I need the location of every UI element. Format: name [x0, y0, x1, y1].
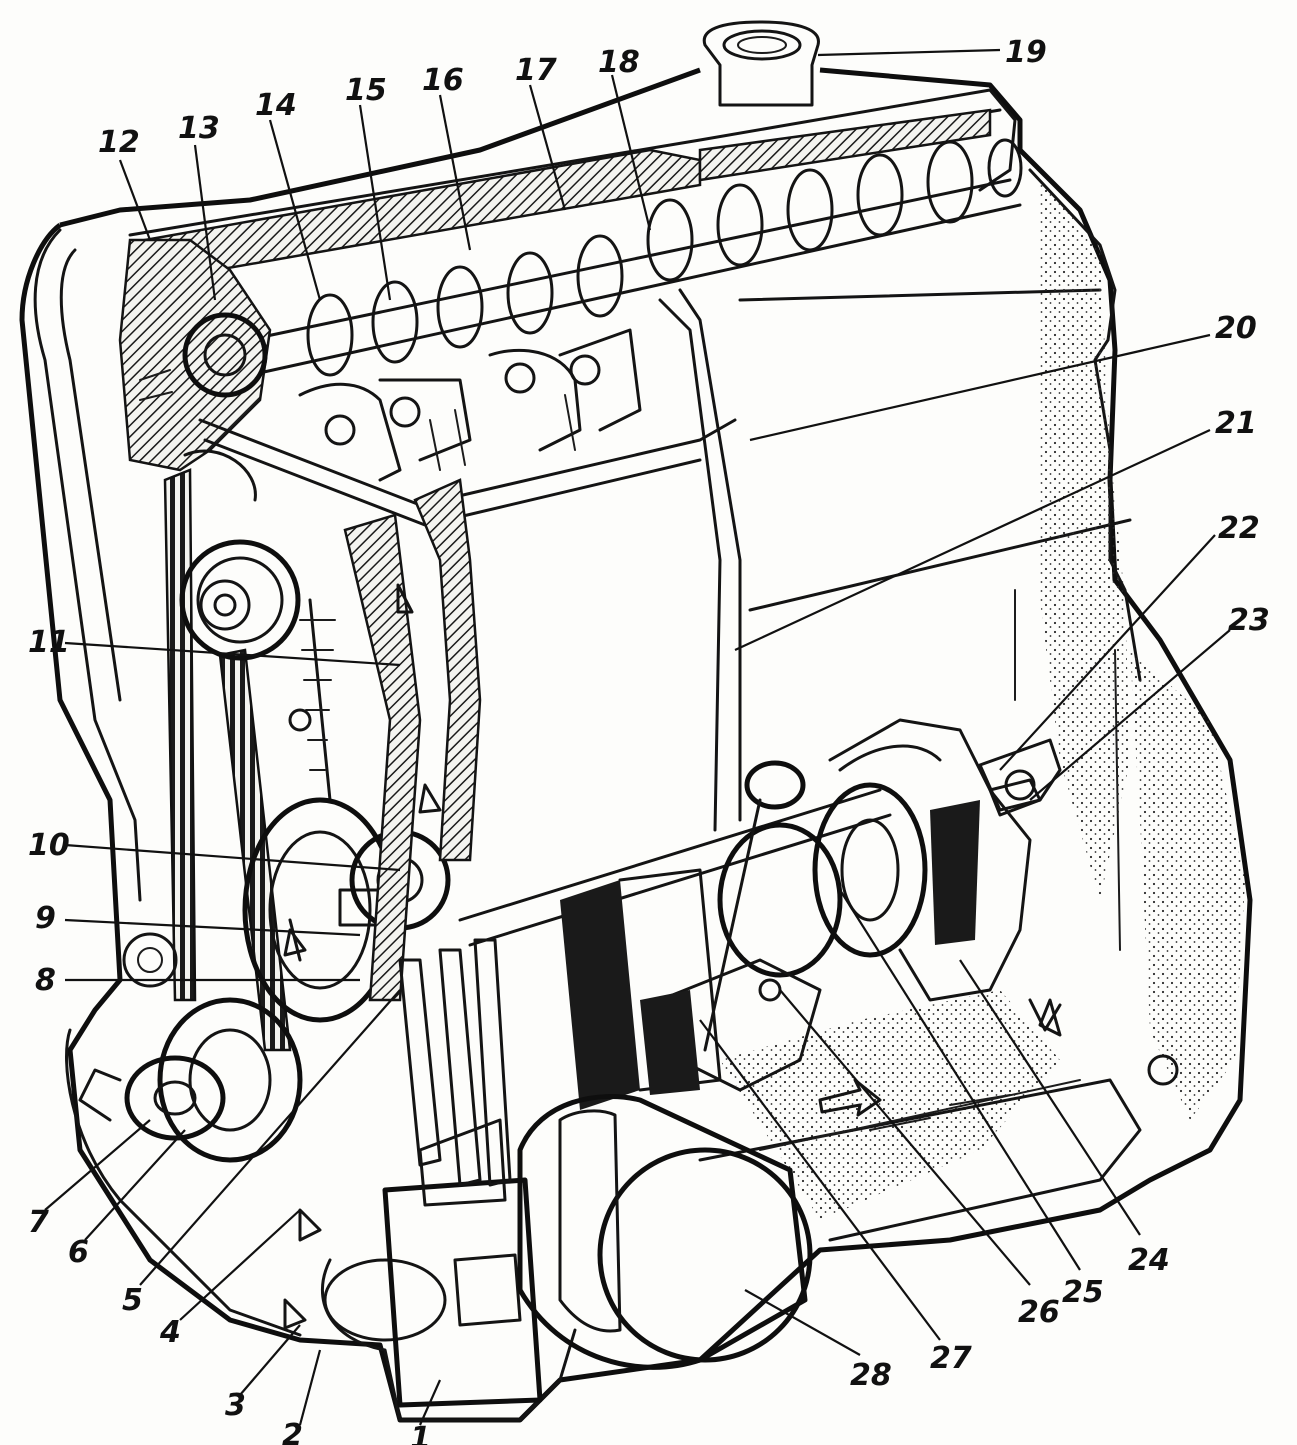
leader-10 [64, 843, 401, 872]
callout-6: 6 [68, 1235, 89, 1270]
callout-2: 2 [282, 1418, 303, 1445]
valve-train [198, 328, 737, 527]
callout-23: 23 [1228, 603, 1270, 638]
oil-flow-arrows [283, 928, 1062, 1117]
crankshaft-pulley [65, 932, 303, 1337]
callout-4: 4 [159, 1315, 181, 1350]
callout-10: 10 [28, 828, 70, 863]
callout-11: 11 [28, 625, 70, 660]
leader-27 [699, 1019, 941, 1341]
callout-5: 5 [122, 1283, 143, 1318]
callout-labels: 1 2 3 4 5 6 7 8 9 10 11 12 13 14 15 16 1… [28, 35, 1270, 1445]
camshaft-sprocket [118, 238, 272, 472]
callout-12: 12 [98, 125, 140, 160]
leader-18 [610, 74, 652, 231]
leader-7 [44, 1119, 151, 1211]
leader-9 [64, 918, 361, 937]
leader-5 [139, 989, 401, 1286]
oil-pump [283, 938, 577, 1422]
leader-17 [528, 84, 567, 211]
callout-24: 24 [1128, 1243, 1170, 1278]
leader-6 [84, 1129, 186, 1241]
callout-26: 26 [1018, 1295, 1060, 1330]
leader-25 [839, 889, 1081, 1271]
callout-20: 20 [1215, 311, 1257, 346]
camshaft [143, 108, 1023, 387]
callout-16: 16 [422, 63, 464, 98]
leader-15 [358, 104, 392, 301]
callout-19: 19 [1005, 35, 1047, 70]
callout-3: 3 [225, 1388, 246, 1423]
crankshaft [458, 718, 1062, 1110]
oil-filter [517, 1094, 813, 1370]
leader-28 [744, 1289, 861, 1356]
leader-23 [1029, 629, 1231, 801]
callout-9: 9 [35, 901, 56, 936]
callout-8: 8 [35, 963, 56, 998]
leader-19 [817, 48, 1001, 57]
leader-11 [64, 641, 401, 667]
callout-21: 21 [1215, 406, 1257, 441]
callout-25: 25 [1062, 1275, 1104, 1310]
callout-18: 18 [598, 45, 640, 80]
callout-13: 13 [178, 111, 220, 146]
leader-16 [438, 94, 472, 251]
leader-22 [999, 534, 1216, 771]
leader-4 [179, 1209, 301, 1321]
leader-21 [734, 429, 1211, 651]
dipstick [658, 288, 806, 1052]
leader-lines [44, 48, 1231, 1426]
oil-filler-cap [702, 20, 820, 107]
callout-15: 15 [345, 73, 387, 108]
leader-26 [779, 989, 1031, 1286]
callout-27: 27 [930, 1341, 972, 1376]
tensioner-pulley [179, 539, 336, 802]
sensor [978, 738, 1062, 812]
callout-14: 14 [255, 88, 297, 123]
callout-28: 28 [850, 1358, 892, 1393]
leader-20 [749, 333, 1211, 442]
leader-24 [959, 959, 1141, 1236]
oil-gallery [343, 478, 482, 1002]
leader-14 [268, 119, 322, 301]
callout-22: 22 [1218, 511, 1260, 546]
leader-13 [193, 144, 217, 301]
leader-3 [239, 1324, 301, 1396]
leader-1 [418, 1379, 442, 1426]
callout-7: 7 [28, 1205, 49, 1240]
leader-2 [298, 1349, 322, 1426]
callout-17: 17 [515, 53, 557, 88]
leader-12 [118, 159, 152, 241]
callout-1: 1 [410, 1421, 431, 1445]
